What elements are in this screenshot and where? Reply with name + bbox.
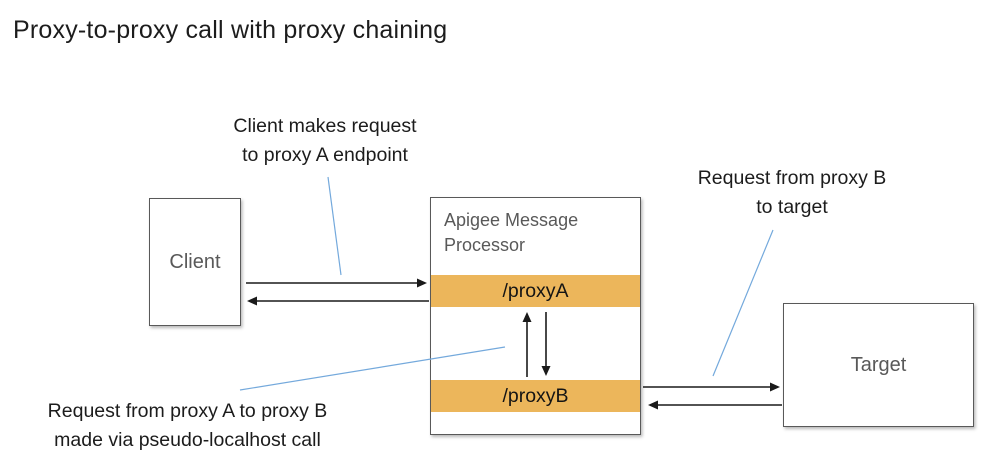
- callout-line-proxyb-to-target: [712, 229, 774, 377]
- diagram-title: Proxy-to-proxy call with proxy chaining: [13, 16, 448, 44]
- proxyb-lane-label: /proxyB: [502, 384, 569, 407]
- target-box-label: Target: [850, 353, 907, 376]
- message-processor-box: Apigee Message Processor /proxyA /proxyB: [430, 197, 641, 435]
- target-box: Target: [783, 303, 974, 427]
- annotation-proxyb-to-target-line2: to target: [756, 196, 828, 218]
- annotation-client-request-line2: to proxy A endpoint: [242, 144, 408, 166]
- annotation-proxya-to-proxyb-line1: Request from proxy A to proxy B: [47, 400, 328, 422]
- proxya-lane: /proxyA: [431, 275, 640, 307]
- annotation-proxyb-to-target-line1: Request from proxy B: [697, 167, 887, 189]
- annotation-proxyb-to-target: Request from proxy B to target: [642, 164, 942, 222]
- client-box: Client: [149, 198, 241, 326]
- annotation-proxya-to-proxyb: Request from proxy A to proxy B made via…: [10, 397, 365, 455]
- annotation-client-request-line1: Client makes request: [233, 115, 417, 137]
- annotation-client-request: Client makes request to proxy A endpoint: [165, 112, 485, 170]
- proxya-lane-label: /proxyA: [502, 279, 569, 302]
- annotation-proxya-to-proxyb-line2: made via pseudo-localhost call: [54, 429, 321, 451]
- callout-line-client-request: [327, 176, 342, 276]
- proxyb-lane: /proxyB: [431, 380, 640, 412]
- client-box-label: Client: [169, 250, 221, 273]
- message-processor-title: Apigee Message Processor: [444, 210, 579, 255]
